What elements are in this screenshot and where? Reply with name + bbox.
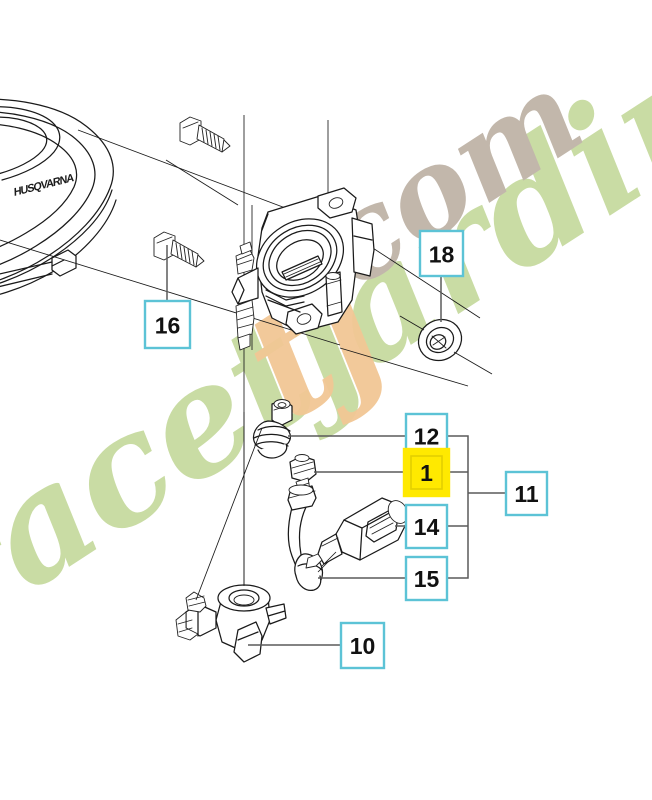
fuel-filter bbox=[305, 497, 409, 569]
assembly-drop-lines bbox=[195, 412, 263, 601]
screw-lower bbox=[153, 231, 205, 268]
washer-grommet bbox=[399, 315, 493, 375]
callout-16-label: 16 bbox=[155, 313, 181, 339]
leader-lines bbox=[166, 245, 506, 646]
callout-18[interactable]: 18 bbox=[418, 229, 465, 278]
engine-housing-cover: HUSQVARNA bbox=[0, 98, 117, 295]
callout-15[interactable]: 15 bbox=[404, 555, 449, 602]
screw-upper bbox=[179, 116, 231, 153]
callout-11[interactable]: 11 bbox=[504, 470, 549, 517]
callout-1[interactable]: 1 bbox=[402, 447, 451, 498]
carburetor-body bbox=[231, 187, 375, 351]
callout-15-label: 15 bbox=[414, 566, 440, 592]
callout-11-label: 11 bbox=[514, 481, 539, 507]
callout-12-label: 12 bbox=[414, 424, 440, 450]
callout-10-label: 10 bbox=[350, 633, 376, 659]
screw-upper-threads bbox=[201, 127, 221, 151]
callout-10[interactable]: 10 bbox=[339, 621, 386, 670]
callout-14[interactable]: 14 bbox=[404, 503, 449, 550]
tank-fitting bbox=[175, 584, 287, 663]
callout-18-label: 18 bbox=[429, 242, 455, 268]
watermark: fracetjardin tj .com bbox=[0, 11, 652, 707]
callout-16[interactable]: 16 bbox=[143, 299, 192, 350]
primer-bulb bbox=[252, 399, 293, 459]
callout-14-label: 14 bbox=[414, 514, 440, 540]
leader-11-bracket bbox=[447, 435, 469, 579]
callout-1-label: 1 bbox=[420, 460, 433, 486]
screw-lower-threads bbox=[175, 242, 195, 266]
